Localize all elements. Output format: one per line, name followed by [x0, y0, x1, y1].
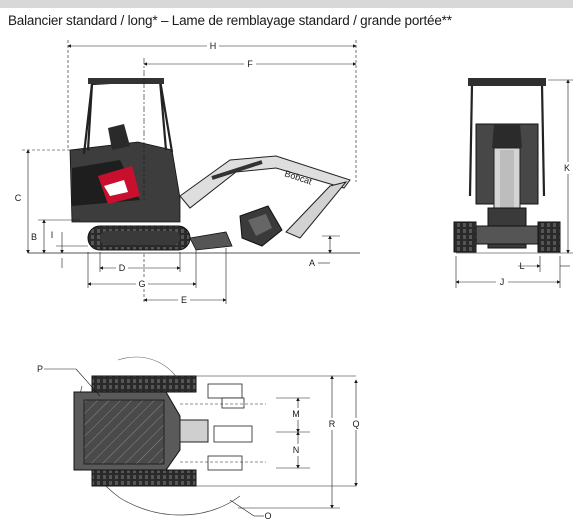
- label-J: J: [500, 277, 505, 287]
- label-M: M: [292, 409, 300, 419]
- side-view-labels: H F C B I A D G E: [12, 41, 330, 305]
- label-R: R: [329, 419, 336, 429]
- label-O: O: [264, 511, 271, 520]
- front-view-labels: K L J: [496, 162, 573, 287]
- label-A: A: [309, 258, 315, 268]
- label-B: B: [31, 232, 37, 242]
- label-K: K: [564, 163, 570, 173]
- diagram-title: Balancier standard / long* – Lame de rem…: [8, 13, 452, 28]
- label-G: G: [138, 279, 145, 289]
- side-arm: [285, 181, 348, 239]
- side-boom: [179, 155, 351, 209]
- label-L: L: [519, 261, 524, 271]
- top-view: [73, 356, 266, 516]
- label-E: E: [181, 295, 187, 305]
- top-view-dimensions: [44, 368, 358, 517]
- side-blade: [189, 231, 233, 251]
- label-Q: Q: [352, 419, 359, 429]
- label-C: C: [15, 193, 22, 203]
- label-N: N: [293, 445, 300, 455]
- label-D: D: [119, 263, 126, 273]
- top-view-labels: M N R Q P O: [37, 364, 362, 520]
- label-H: H: [210, 41, 217, 51]
- front-view: [453, 78, 561, 253]
- front-view-dimensions: [455, 79, 573, 288]
- side-view: Bobcat: [28, 78, 360, 254]
- label-F: F: [247, 59, 253, 69]
- header-bar: [0, 0, 573, 8]
- label-I: I: [51, 230, 54, 240]
- label-P: P: [37, 364, 43, 374]
